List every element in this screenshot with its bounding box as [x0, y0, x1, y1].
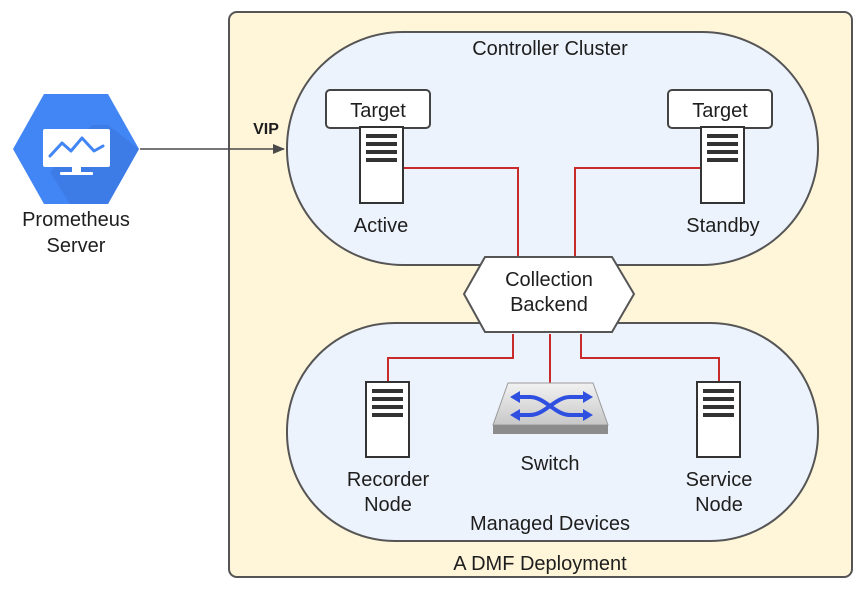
server-icon	[700, 126, 745, 204]
vip-label: VIP	[253, 121, 279, 138]
managed-devices-title: Managed Devices	[470, 513, 630, 535]
switch-icon	[492, 382, 609, 434]
collection-backend-line1: Collection	[505, 269, 593, 291]
active-label: Active	[354, 215, 408, 237]
prometheus-label-line1: Prometheus	[22, 209, 130, 231]
connector-backend-recorder	[387, 334, 514, 382]
recorder-node-line1: Recorder	[347, 469, 430, 491]
controller-cluster-title: Controller Cluster	[472, 38, 628, 60]
server-icon	[365, 381, 410, 458]
connector-backend-service	[580, 334, 720, 382]
prometheus-server: Prometheus Server	[13, 94, 139, 257]
server-icon	[696, 381, 741, 458]
collection-backend-line2: Backend	[510, 294, 588, 316]
backend-connectors	[387, 167, 720, 383]
switch-label: Switch	[521, 453, 580, 475]
service-node-line1: Service	[686, 469, 753, 491]
recorder-node-line2: Node	[364, 494, 412, 516]
service-node: Service Node	[686, 381, 753, 516]
collection-backend-node: Collection Backend	[462, 256, 636, 333]
monitor-icon	[43, 129, 110, 175]
prometheus-label-line2: Server	[47, 235, 106, 257]
standby-controller: Target Standby	[667, 89, 773, 237]
active-target-label: Target	[350, 100, 406, 122]
deployment-label: A DMF Deployment	[453, 553, 627, 575]
service-node-line2: Node	[695, 494, 743, 516]
connector-active-backend	[404, 167, 519, 257]
standby-label: Standby	[686, 215, 759, 237]
connector-standby-backend	[574, 167, 703, 257]
collection-backend-shape	[462, 256, 636, 333]
server-icon	[359, 126, 404, 204]
recorder-node: Recorder Node	[347, 381, 430, 516]
standby-target-label: Target	[692, 100, 748, 122]
switch-device: Switch	[492, 382, 609, 475]
active-controller: Target Active	[325, 89, 431, 237]
